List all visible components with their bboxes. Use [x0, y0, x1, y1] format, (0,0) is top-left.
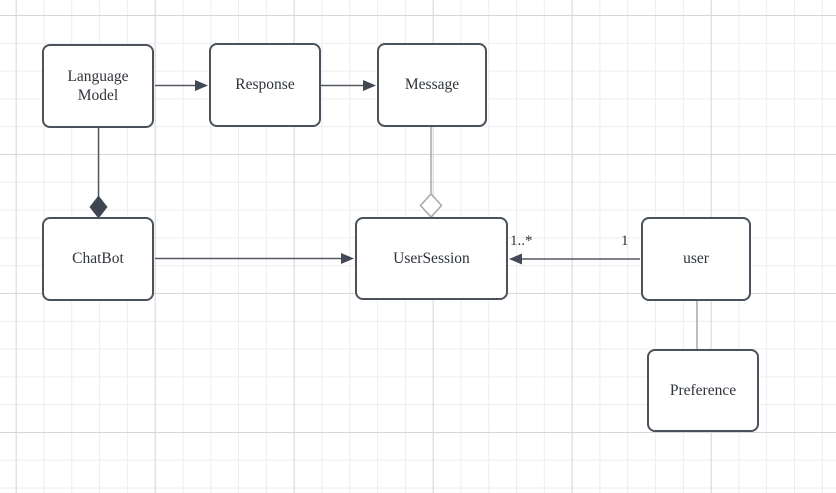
hollow-diamond-icon — [419, 192, 443, 219]
node-label: ChatBot — [72, 250, 124, 268]
node-label: Language Model — [67, 67, 129, 104]
edge-languagemodel-response[interactable] — [155, 80, 208, 91]
edge-user-usersession[interactable] — [509, 253, 640, 265]
edge-languagemodel-chatbot-composition[interactable] — [89, 128, 108, 219]
filled-diamond-icon — [89, 195, 108, 219]
edge-response-message[interactable] — [321, 80, 376, 91]
arrowhead-icon — [341, 253, 354, 264]
node-label: user — [683, 250, 709, 268]
node-preference[interactable]: Preference — [647, 349, 759, 432]
arrowhead-icon — [363, 80, 376, 91]
node-message[interactable]: Message — [377, 43, 487, 127]
multiplicity-label-usersession: 1..* — [510, 233, 533, 249]
node-language-model[interactable]: Language Model — [42, 44, 154, 128]
node-chatbot[interactable]: ChatBot — [42, 217, 154, 301]
node-user[interactable]: user — [641, 217, 751, 301]
arrowhead-icon — [195, 80, 208, 91]
multiplicity-label-user: 1 — [621, 233, 629, 249]
node-label: Preference — [669, 381, 737, 399]
edge-message-usersession-aggregation[interactable] — [419, 127, 443, 219]
node-label: Response — [235, 76, 295, 94]
node-label: Message — [404, 76, 460, 94]
arrowhead-icon — [509, 253, 522, 265]
node-label: UserSession — [393, 249, 470, 267]
node-response[interactable]: Response — [209, 43, 321, 127]
edge-chatbot-usersession[interactable] — [155, 253, 354, 264]
node-usersession[interactable]: UserSession — [355, 217, 508, 300]
